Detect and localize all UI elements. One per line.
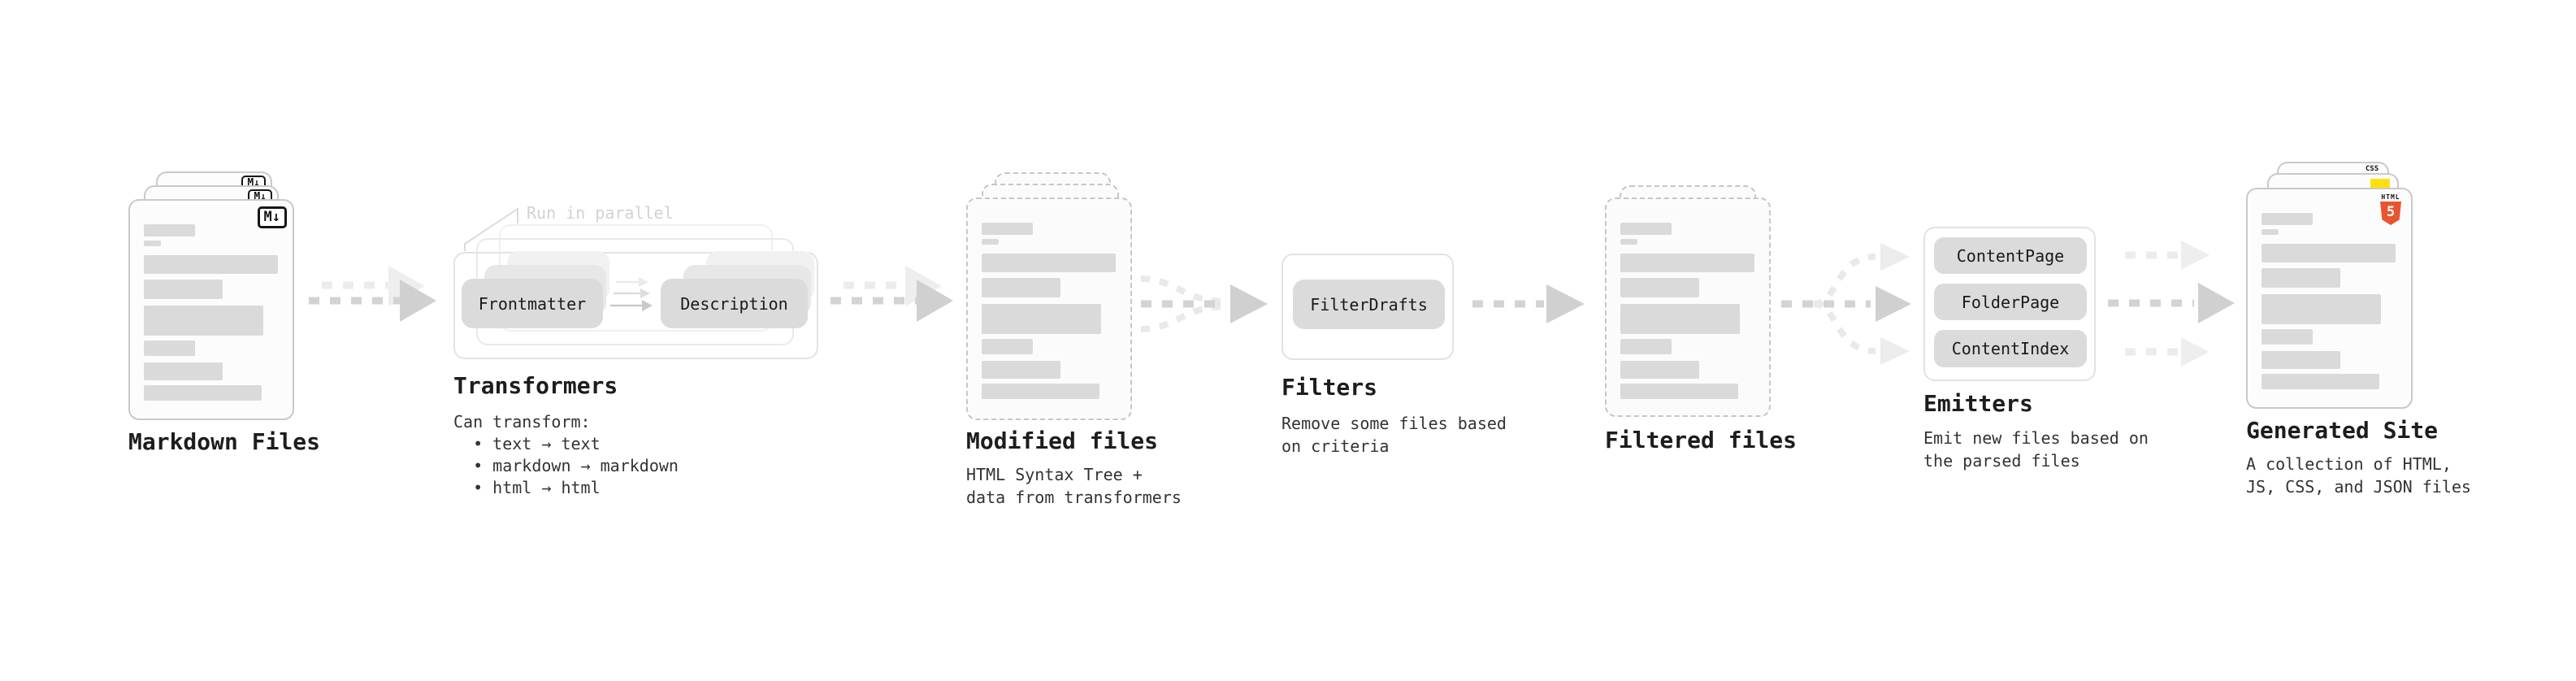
content-bar <box>2262 294 2381 324</box>
transformer-node-description: Description <box>661 279 808 328</box>
content-bar <box>144 280 223 299</box>
filterdrafts-label: FilterDrafts <box>1310 294 1428 314</box>
emitter-node-contentpage: ContentPage <box>1934 237 2087 274</box>
content-bar <box>982 339 1033 354</box>
document-content-placeholder <box>144 224 278 401</box>
content-bar <box>144 306 263 336</box>
content-bar <box>144 255 278 274</box>
filters-description: Remove some files based on criteria <box>1281 414 1507 456</box>
generated-site-description: A collection of HTML, JS, CSS, and JSON … <box>2246 454 2471 497</box>
content-bar <box>982 384 1099 399</box>
content-bar <box>1620 278 1699 297</box>
filtered-file-card-front <box>1605 197 1771 417</box>
arrow-filtered-to-emitters <box>1781 243 1911 365</box>
content-bar <box>982 239 999 245</box>
content-bar <box>2262 244 2396 262</box>
content-bar <box>144 340 195 356</box>
arrows-emitters-to-generated <box>2108 241 2235 367</box>
content-bar <box>1620 339 1672 354</box>
content-bar <box>982 304 1101 334</box>
css-icon-text: CSS <box>2365 165 2379 173</box>
emitters-description: Emit new files based on the parsed files <box>1923 428 2149 471</box>
content-bar <box>982 361 1060 379</box>
contentpage-label: ContentPage <box>1956 245 2065 266</box>
transformers-description: Can transform: • text → text • markdown … <box>453 412 679 497</box>
modified-file-card-front <box>966 197 1132 420</box>
transformer-box-front <box>453 252 818 359</box>
content-bar <box>2262 268 2340 288</box>
document-content-placeholder <box>2262 213 2396 389</box>
emitter-node-contentindex: ContentIndex <box>1934 330 2087 367</box>
content-bar <box>144 385 262 401</box>
content-bar <box>982 278 1060 297</box>
content-bar <box>1620 384 1738 399</box>
run-in-parallel-annotation: Run in parallel <box>527 203 674 223</box>
generated-site-label: Generated Site <box>2246 417 2439 444</box>
document-content-placeholder <box>1620 223 1754 399</box>
content-bar <box>144 241 161 246</box>
arrow-transformers-to-modified <box>830 266 953 322</box>
content-bar <box>2262 351 2340 369</box>
contentindex-label: ContentIndex <box>1951 339 2070 358</box>
description-label: Description <box>680 293 788 314</box>
content-bar <box>1620 304 1740 334</box>
transformer-node-frontmatter: Frontmatter <box>462 279 603 328</box>
markdown-icon: M↓ <box>257 206 287 228</box>
generated-file-card-front: HTML 5 <box>2246 188 2413 409</box>
markdown-files-label: Markdown Files <box>128 428 321 455</box>
content-bar <box>982 223 1033 235</box>
markdown-file-card-front: M↓ <box>128 199 294 420</box>
markdown-icon-text: M↓ <box>263 209 280 225</box>
arrow-markdown-to-transformers <box>309 266 436 322</box>
transformers-label: Transformers <box>453 372 618 399</box>
javascript-file-icon <box>2370 179 2390 189</box>
content-bar <box>2262 229 2279 235</box>
content-bar <box>982 254 1116 272</box>
filter-node-filterdrafts: FilterDrafts <box>1293 280 1445 329</box>
arrow-filters-to-filtered <box>1472 284 1585 323</box>
emitter-node-folderpage: FolderPage <box>1934 284 2087 320</box>
filtered-files-label: Filtered files <box>1605 427 1798 453</box>
frontmatter-label: Frontmatter <box>478 293 587 314</box>
content-bar <box>1620 223 1672 235</box>
content-bar <box>2262 374 2379 389</box>
emitters-label: Emitters <box>1923 390 2033 417</box>
content-bar <box>144 362 223 380</box>
modified-files-description: HTML Syntax Tree + data from transformer… <box>966 465 1182 507</box>
arrow-modified-to-filters <box>1140 275 1268 332</box>
folderpage-label: FolderPage <box>1961 292 2060 312</box>
content-bar <box>2262 329 2313 345</box>
content-bar <box>2262 213 2313 225</box>
document-content-placeholder <box>982 223 1116 399</box>
content-bar <box>1620 239 1637 245</box>
content-bar <box>1620 361 1699 379</box>
modified-files-label: Modified files <box>966 427 1159 454</box>
filters-label: Filters <box>1281 374 1378 401</box>
content-bar <box>144 224 195 236</box>
html5-file-icon: HTML 5 <box>2379 194 2402 225</box>
html5-icon-text: HTML <box>2381 193 2400 201</box>
content-bar <box>1620 254 1754 272</box>
